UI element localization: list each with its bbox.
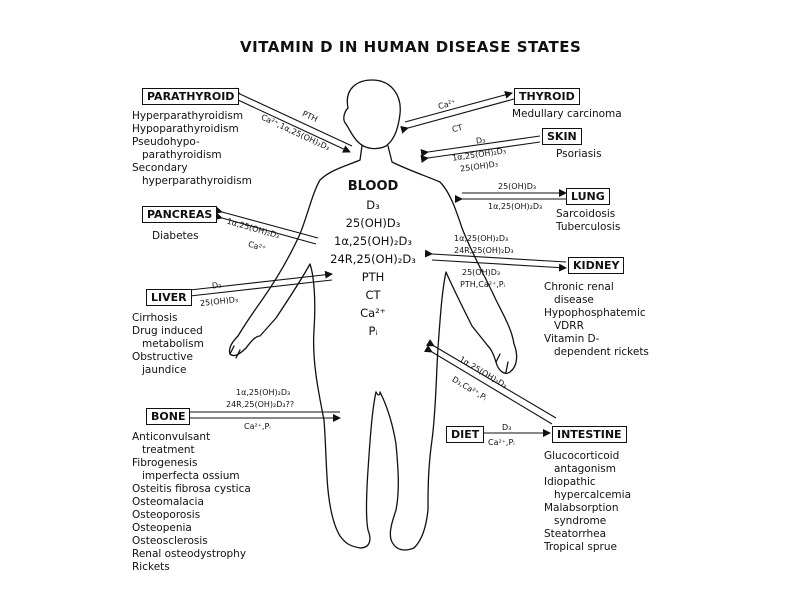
disease-item: Osteoporosis bbox=[132, 509, 201, 521]
skin-diseases: Psoriasis bbox=[556, 148, 602, 161]
blood-item: PTH bbox=[361, 270, 385, 284]
pancreas-diseases: Diabetes bbox=[152, 230, 199, 243]
disease-item: Glucocorticoid bbox=[544, 450, 620, 462]
diagram-title: VITAMIN D IN HUMAN DISEASE STATES bbox=[240, 38, 582, 56]
arrow-label: 25(OH)D₃ bbox=[462, 268, 501, 277]
blood-item: Ca²⁺ bbox=[360, 306, 386, 320]
disease-item: Hypoparathyroidism bbox=[132, 123, 239, 135]
disease-item: imperfecta ossium bbox=[142, 470, 240, 482]
thyroid-box: THYROID bbox=[514, 88, 580, 105]
disease-item: Idiopathic bbox=[544, 476, 596, 488]
lung-diseases: Sarcoidosis Tuberculosis bbox=[556, 208, 620, 234]
diet-box: DIET bbox=[446, 426, 485, 443]
intestine-diseases: Glucocorticoid antagonism Idiopathic hyp… bbox=[544, 450, 631, 554]
blood-item: Pᵢ bbox=[368, 324, 378, 338]
disease-item: Sarcoidosis bbox=[556, 208, 616, 220]
thyroid-diseases: Medullary carcinoma bbox=[512, 108, 622, 121]
disease-item: treatment bbox=[142, 444, 195, 456]
disease-item: Tuberculosis bbox=[556, 221, 621, 233]
disease-item: antagonism bbox=[554, 463, 617, 475]
disease-item: Diabetes bbox=[152, 230, 199, 242]
kidney-box: KIDNEY bbox=[568, 257, 625, 274]
disease-item: Osteosclerosis bbox=[132, 535, 208, 547]
skin-box: SKIN bbox=[542, 128, 582, 145]
liver-diseases: Cirrhosis Drug induced metabolism Obstru… bbox=[132, 312, 204, 377]
disease-item: Psoriasis bbox=[556, 148, 602, 160]
disease-item: Fibrogenesis bbox=[132, 457, 198, 469]
disease-item: metabolism bbox=[142, 338, 204, 350]
arrow-label: D₃ bbox=[211, 280, 222, 291]
arrow-label: 24R,25(OH)₂D₃ bbox=[454, 246, 514, 255]
arrow-label: Ca²⁺,Pᵢ bbox=[488, 438, 515, 447]
blood-item: 25(OH)D₃ bbox=[345, 216, 401, 230]
disease-item: Renal osteodystrophy bbox=[132, 548, 247, 560]
disease-item: Steatorrhea bbox=[544, 528, 607, 540]
disease-item: Tropical sprue bbox=[544, 541, 617, 553]
disease-item: syndrome bbox=[554, 515, 607, 527]
disease-item: Osteopenia bbox=[132, 522, 192, 534]
blood-item: 1α,25(OH)₂D₃ bbox=[334, 234, 412, 248]
disease-item: disease bbox=[554, 294, 594, 306]
disease-item: hyperparathyroidism bbox=[142, 175, 252, 187]
intestine-box: INTESTINE bbox=[552, 426, 627, 443]
body-outline-left bbox=[228, 145, 377, 549]
disease-item: Obstructive bbox=[132, 351, 193, 363]
disease-item: Osteitis fibrosa cystica bbox=[132, 483, 251, 495]
disease-item: Osteomalacia bbox=[132, 496, 204, 508]
disease-item: Anticonvulsant bbox=[132, 431, 211, 443]
blood-item: 24R,25(OH)₂D₃ bbox=[330, 252, 416, 266]
body-head bbox=[343, 79, 401, 150]
disease-item: Medullary carcinoma bbox=[512, 108, 622, 120]
disease-item: Vitamin D- bbox=[544, 333, 600, 345]
blood-heading: BLOOD bbox=[347, 179, 399, 194]
disease-item: Cirrhosis bbox=[132, 312, 178, 324]
arrow-label: Ca²⁺,Pᵢ bbox=[244, 422, 271, 431]
parathyroid-diseases: Hyperparathyroidism Hypoparathyroidism P… bbox=[132, 110, 252, 188]
arrow-label: PTH,Ca²⁺,Pᵢ bbox=[460, 280, 505, 289]
lung-box: LUNG bbox=[566, 188, 610, 205]
liver-box: LIVER bbox=[146, 289, 192, 306]
bone-diseases: Anticonvulsant treatment Fibrogenesis im… bbox=[132, 431, 251, 574]
blood-item: D₃ bbox=[366, 198, 380, 212]
disease-item: Pseudohypo- bbox=[132, 136, 200, 148]
disease-item: Hyperparathyroidism bbox=[132, 110, 244, 122]
kidney-diseases: Chronic renal disease Hypophosphatemic V… bbox=[544, 281, 649, 359]
arrow-label: 1α,25(OH)₂D₃ bbox=[454, 234, 509, 243]
disease-item: hypercalcemia bbox=[554, 489, 632, 501]
pancreas-box: PANCREAS bbox=[142, 206, 218, 223]
arrow-label: D₃ bbox=[502, 423, 512, 432]
disease-item: dependent rickets bbox=[554, 346, 649, 358]
arrow-label: 1α,25(OH)₂D₃ bbox=[236, 388, 291, 397]
disease-item: jaundice bbox=[142, 364, 187, 376]
disease-item: Hypophosphatemic bbox=[544, 307, 646, 319]
disease-item: Chronic renal bbox=[544, 281, 614, 293]
disease-item: Malabsorption bbox=[544, 502, 619, 514]
arrow-label: 25(OH)D₃ bbox=[498, 182, 537, 191]
blood-item: CT bbox=[365, 288, 381, 302]
blood-panel: BLOOD D₃ 25(OH)D₃ 1α,25(OH)₂D₃ 24R,25(OH… bbox=[318, 178, 428, 340]
parathyroid-box: PARATHYROID bbox=[142, 88, 240, 105]
disease-item: VDRR bbox=[554, 320, 584, 332]
disease-item: Drug induced bbox=[132, 325, 203, 337]
disease-item: Rickets bbox=[132, 561, 170, 573]
disease-item: parathyroidism bbox=[142, 149, 222, 161]
body-outline-right bbox=[379, 145, 518, 551]
arrow-label: 1α,25(OH)₂D₃ bbox=[488, 202, 543, 211]
arrow-label: D₃ bbox=[475, 135, 486, 146]
bone-box: BONE bbox=[146, 408, 191, 425]
disease-item: Secondary bbox=[132, 162, 188, 174]
arrow-label: 24R,25(OH)₂D₃?? bbox=[226, 400, 295, 409]
